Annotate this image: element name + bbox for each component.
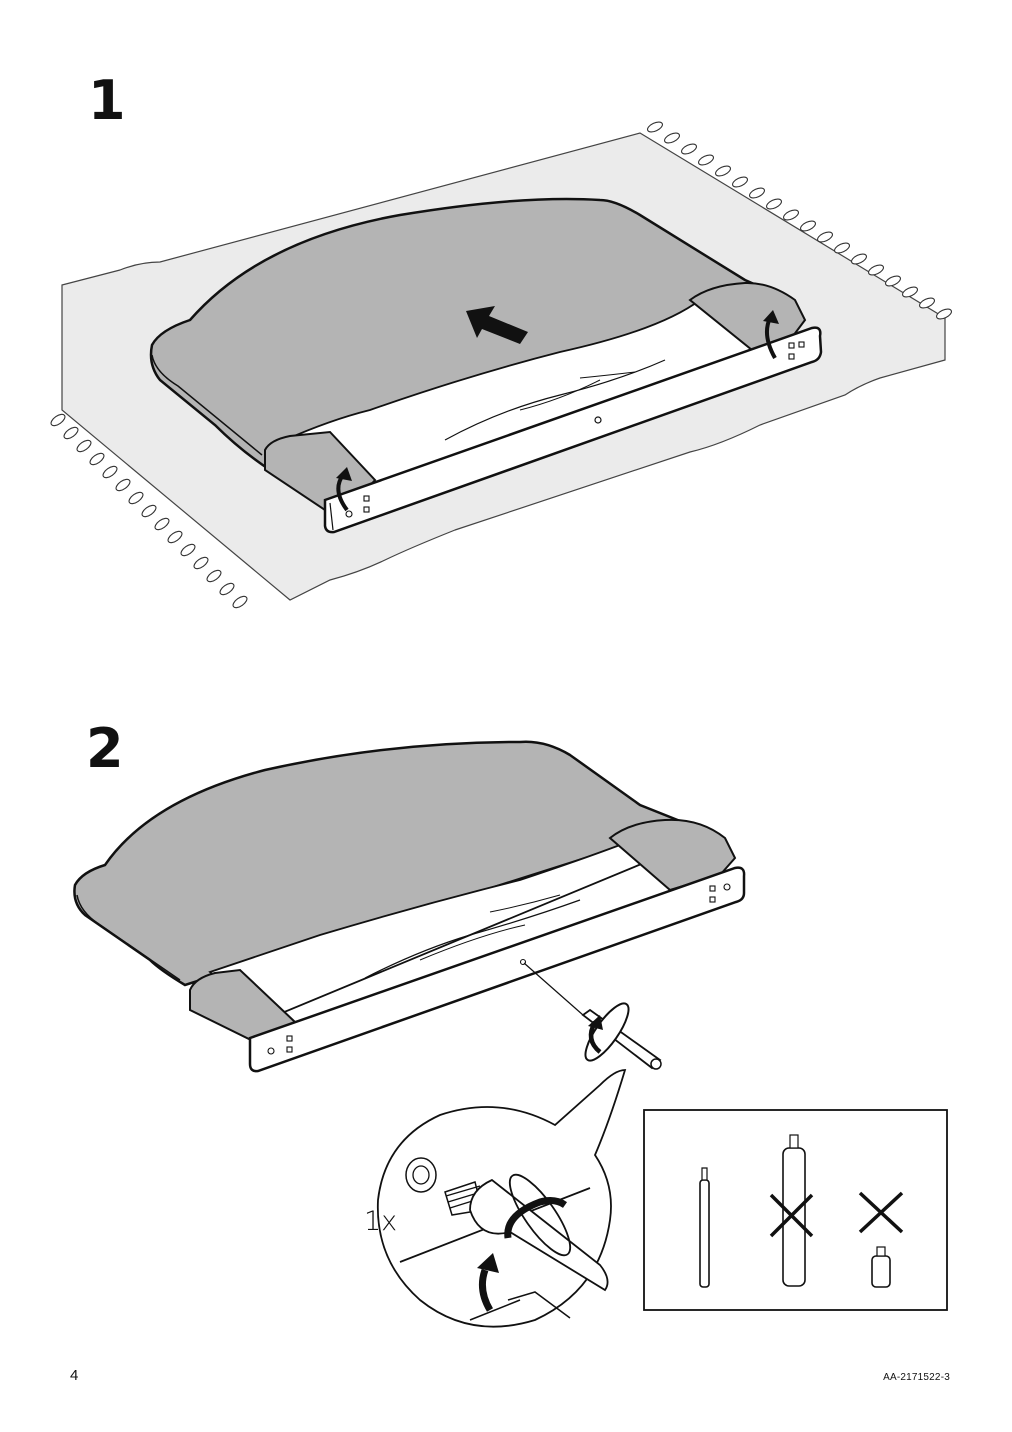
mat-fringe-left (50, 413, 248, 609)
cross-icon (858, 1191, 904, 1234)
frame-rail-step1 (323, 326, 823, 534)
step-2-illustration (73, 740, 746, 1328)
arrow-up-left-icon (466, 306, 528, 344)
cross-icon (769, 1193, 814, 1238)
rotate-clockwise-icon (504, 1197, 568, 1239)
step-2-number: 2 (86, 717, 124, 780)
correct-leg-part (699, 1167, 710, 1288)
wrong-leg-long (769, 1134, 814, 1287)
cushion-underside (283, 298, 793, 492)
mat-fringe-right (647, 121, 952, 320)
quantity-label: 1x (364, 1206, 398, 1237)
seat-cushion-step2 (73, 740, 694, 987)
step-1-number: 1 (88, 69, 126, 132)
step-1-illustration (50, 121, 952, 609)
part-identification-box (643, 1109, 948, 1311)
document-code: AA-2171522-3 (883, 1372, 950, 1383)
page-number: 4 (70, 1367, 79, 1384)
frame-rail-step2 (248, 866, 746, 1073)
rotate-clockwise-icon (478, 1268, 494, 1312)
wrong-leg-short (858, 1191, 904, 1288)
seat-cushion-step1 (149, 197, 794, 472)
